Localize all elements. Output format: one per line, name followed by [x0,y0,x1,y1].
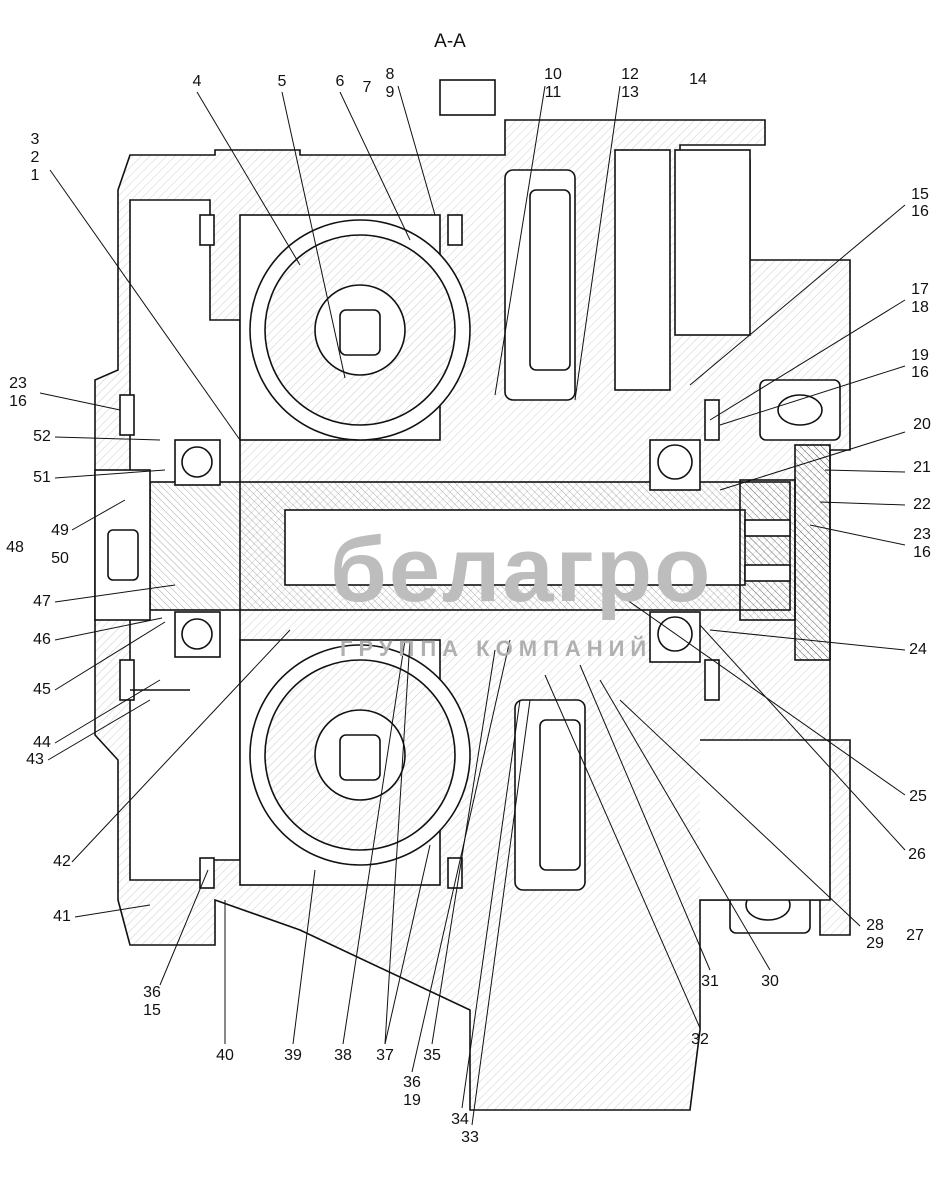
part-label: 43 [26,751,44,768]
part-label: 15 [143,1002,161,1019]
part-label: 16 [9,393,27,410]
watermark-brand: белагро [330,519,713,621]
part-label: 51 [33,469,51,486]
part-label: 31 [701,973,719,990]
part-label: 6 [335,73,345,90]
part-label: 29 [866,935,884,952]
part-label: 52 [33,428,51,445]
part-label: 5 [277,73,287,90]
part-label: 16 [911,203,929,220]
part-label: 27 [906,927,924,944]
part-label: 19 [911,347,929,364]
part-label: 40 [216,1047,234,1064]
part-label: 38 [334,1047,352,1064]
part-label: 19 [403,1092,421,1109]
part-label: 8 [385,66,395,83]
part-label: 26 [908,846,926,863]
part-label: 15 [911,186,929,203]
part-label: 47 [33,593,51,610]
part-label: 49 [51,522,69,539]
part-label: 39 [284,1047,302,1064]
part-label: 16 [913,544,931,561]
part-label: 17 [911,281,929,298]
part-label: 18 [911,299,929,316]
section-title: А-А [434,31,466,52]
part-label: 48 [6,539,24,556]
part-label: 37 [376,1047,394,1064]
part-label: 22 [913,496,931,513]
part-label: 21 [913,459,931,476]
output-flange [794,444,831,661]
part-label: 1 [30,167,40,184]
part-label: 36 [403,1074,421,1091]
part-label: 45 [33,681,51,698]
part-label: 13 [621,84,639,101]
part-label: 50 [51,550,69,567]
part-label: 28 [866,917,884,934]
part-label: 16 [911,364,929,381]
part-label: 25 [909,788,927,805]
part-label: 41 [53,908,71,925]
part-label: 30 [761,973,779,990]
part-label: 35 [423,1047,441,1064]
watermark-subtitle: ГРУППА КОМПАНИЙ [340,636,653,661]
part-label: 14 [689,71,707,88]
part-label: 9 [385,84,395,101]
part-label: 2 [30,149,40,166]
part-label: 32 [691,1031,709,1048]
part-label: 23 [9,375,27,392]
leader-lines [39,85,906,1126]
part-label: 4 [192,73,202,90]
part-label: 24 [909,641,927,658]
part-label: 3 [30,131,40,148]
part-label: 11 [544,84,562,101]
part-label: 12 [621,66,639,83]
part-label: 10 [544,66,562,83]
part-label: 23 [913,526,931,543]
part-label: 20 [913,416,931,433]
part-label: 44 [33,734,51,751]
part-label: 7 [362,79,372,96]
part-label: 36 [143,984,161,1001]
part-label: 46 [33,631,51,648]
part-label: 34 [451,1111,469,1128]
part-label: 42 [53,853,71,870]
part-label: 33 [461,1129,479,1146]
